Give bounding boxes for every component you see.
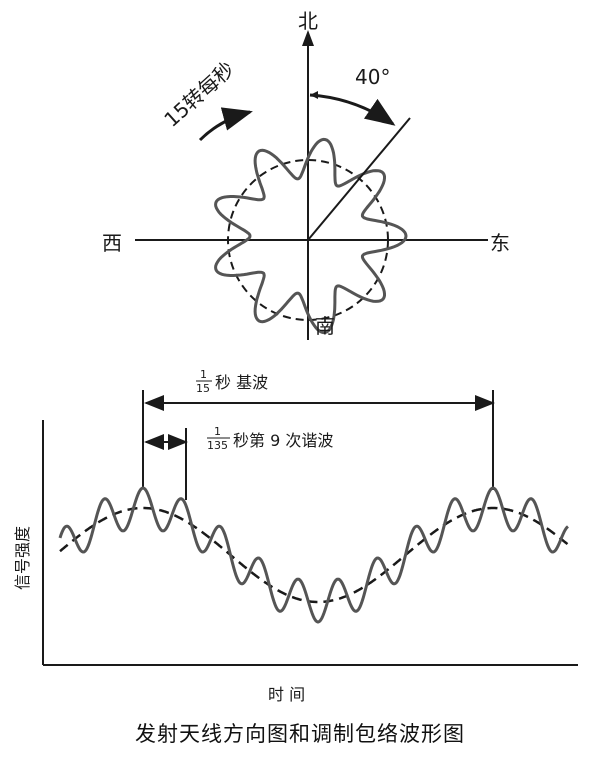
fundamental-circle <box>227 159 389 321</box>
antenna-pattern-diagram: 北 南 东 西 40° 15转每秒 <box>102 9 510 340</box>
x-axis-label: 时 间 <box>268 685 305 704</box>
north-label: 北 <box>298 9 318 33</box>
figure-caption: 发射天线方向图和调制包络波形图 <box>135 722 465 746</box>
angle-arc <box>309 93 396 126</box>
rotation-arrow <box>198 107 253 142</box>
fundamental-period-label: 1 15 秒 基波 <box>196 368 268 395</box>
angle-arc-start-tick <box>310 91 318 99</box>
harmonic-denominator: 135 <box>207 439 228 452</box>
modulated-envelope-wave <box>58 486 569 624</box>
fundamental-denominator: 15 <box>196 382 210 395</box>
harmonic-text: 秒第 9 次谐波 <box>233 431 333 450</box>
south-label: 南 <box>315 314 335 338</box>
north-arrow-icon <box>302 30 314 46</box>
fundamental-wave <box>59 506 569 604</box>
west-label: 西 <box>102 231 122 255</box>
east-label: 东 <box>490 231 510 255</box>
fundamental-text: 秒 基波 <box>215 373 268 392</box>
harmonic-numerator: 1 <box>214 425 221 438</box>
fundamental-numerator: 1 <box>200 368 207 381</box>
radiation-pattern-curve <box>214 137 408 335</box>
envelope-waveform-diagram: 1 15 秒 基波 1 135 秒第 9 次谐波 信号强度 时 间 <box>13 368 578 704</box>
direction-line <box>307 117 411 241</box>
y-axis-label: 信号强度 <box>13 526 32 590</box>
angle-label: 40° <box>355 65 390 89</box>
harmonic-period-label: 1 135 秒第 9 次谐波 <box>207 425 333 452</box>
